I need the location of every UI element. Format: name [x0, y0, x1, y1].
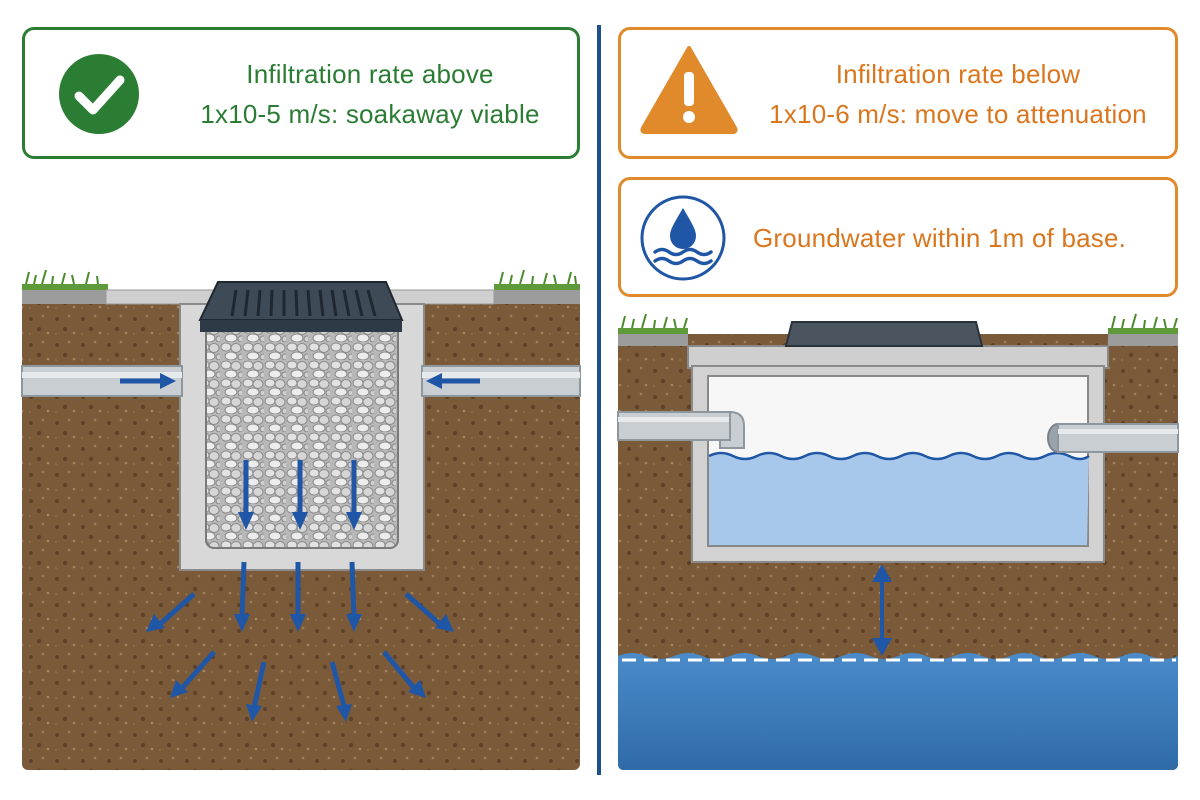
- attenuation-message: Infiltration rate below 1x10-6 m/s: move…: [753, 54, 1163, 134]
- grass: [22, 269, 580, 294]
- groundwater-message: Groundwater within 1m of base.: [753, 223, 1127, 253]
- soakaway-message-line2: 1x10-5 m/s: soakaway viable: [200, 99, 540, 129]
- inflow-arrow-left: [120, 373, 176, 389]
- grass-right: [618, 313, 1178, 338]
- downflow-arrows: [238, 460, 362, 530]
- outlet-pipe-tank: [1047, 423, 1179, 453]
- soakaway-cross-section: [21, 269, 581, 770]
- inflow-arrow-right: [426, 373, 480, 389]
- warning-triangle-icon: [640, 46, 738, 134]
- panel-divider: [597, 25, 601, 775]
- dispersal-arrows: [146, 561, 454, 722]
- inlet-pipe-right: [421, 365, 581, 397]
- inlet-pipe-left: [21, 365, 183, 397]
- tank-lid: [687, 345, 1109, 369]
- soakaway-viable-callout: Infiltration rate above 1x10-5 m/s: soak…: [22, 27, 580, 159]
- soakaway-message-line1: Infiltration rate above: [246, 59, 494, 89]
- soakaway-message: Infiltration rate above 1x10-5 m/s: soak…: [175, 54, 565, 134]
- groundwater-warning-callout: Groundwater within 1m of base.: [618, 177, 1178, 297]
- attenuation-cross-section: [617, 313, 1179, 770]
- groundwater-body: [618, 653, 1178, 770]
- paving: [22, 290, 106, 304]
- access-cover: [784, 321, 984, 347]
- tank-water: [709, 453, 1089, 545]
- attenuation-warning-callout: Infiltration rate below 1x10-6 m/s: move…: [618, 27, 1178, 159]
- drain-grate: [198, 281, 404, 332]
- attenuation-message-line1: Infiltration rate below: [835, 59, 1081, 89]
- attenuation-message-line2: 1x10-6 m/s: move to attenuation: [769, 99, 1147, 129]
- inlet-pipe-tank: [617, 410, 745, 449]
- clearance-dimension-arrow: [872, 564, 892, 656]
- water-drop-waves-icon: [640, 195, 726, 281]
- check-circle-icon: [59, 54, 139, 134]
